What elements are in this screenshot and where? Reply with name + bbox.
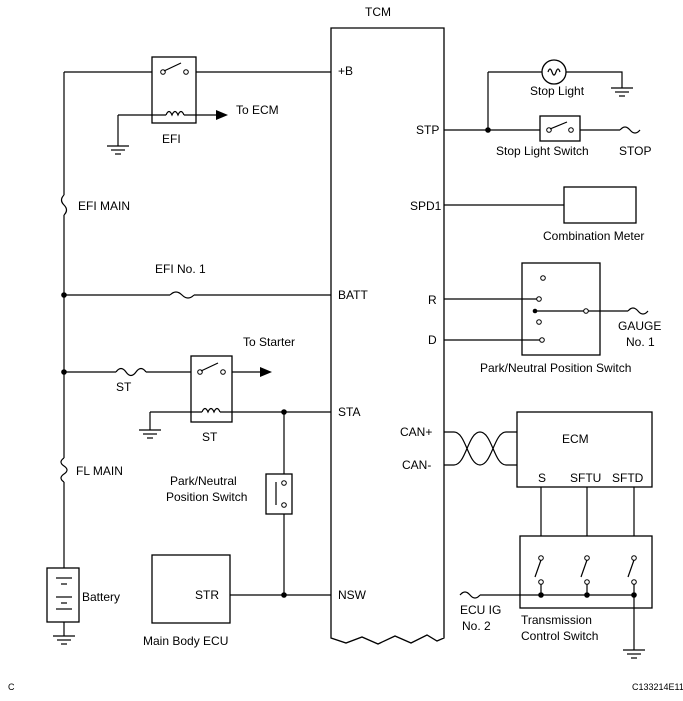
stop-light-switch-label: Stop Light Switch [496,144,589,158]
park-neutral-switch-right [521,262,601,356]
d-label: D [428,333,437,347]
combination-meter-label: Combination Meter [543,229,644,243]
corner-letter: C [8,682,15,692]
sftd-label: SFTD [612,471,644,485]
to-starter-label: To Starter [243,335,295,349]
can-minus-label: CAN- [402,458,431,472]
park-neutral-switch-left [265,473,293,515]
efi-no1-label: EFI No. 1 [155,262,206,276]
efi-main-fuse [60,194,68,216]
pn-switch-left-label-2: Position Switch [166,490,247,504]
ecu-ig-fuse [459,591,481,599]
efi-main-label: EFI MAIN [78,199,130,213]
spd1-label: SPD1 [410,199,442,213]
stop-light-switch [539,115,581,142]
ground-symbol [107,145,129,155]
right-circuit: Stop Light STP Stop Light Switch STOP SP… [400,59,661,659]
tcm-label: TCM [365,5,391,19]
main-body-ecu: STR [151,554,231,624]
ground-symbol [623,649,645,659]
battery [46,567,80,623]
ecm-module: ECM S SFTU SFTD [516,411,653,488]
gauge-label-1: GAUGE [618,319,661,333]
stp-label: STP [416,123,439,137]
st-fuse-label: ST [116,380,132,394]
gauge-fuse [627,307,649,315]
ground-symbol [611,87,633,97]
pn-switch-right-label: Park/Neutral Position Switch [480,361,631,375]
figure-id: C133214E11 [632,682,683,692]
efi-no1-fuse [169,291,195,299]
s-label: S [538,471,546,485]
ecu-ig-label-2: No. 2 [462,619,491,633]
sta-label: STA [338,405,360,419]
efi-relay: EFI [151,56,197,146]
stop-label: STOP [619,144,651,158]
arrow-to-ecm [216,110,228,120]
ground-symbol [53,635,75,645]
combination-meter [563,186,637,224]
can-plus-label: CAN+ [400,425,432,439]
ecm-label: ECM [562,432,589,446]
tcs-label-2: Control Switch [521,629,598,643]
stop-fuse [619,126,641,134]
arrow-to-starter [260,367,272,377]
ground-symbol [139,429,161,439]
main-body-ecu-label: Main Body ECU [143,634,228,648]
tcm-module: TCM [330,5,445,645]
battery-label: Battery [82,590,120,604]
efi-label: EFI [162,132,181,146]
plus-b-label: +B [338,64,353,78]
stop-light-bulb [541,59,567,85]
st-relay-label: ST [202,430,218,444]
pn-switch-left-label-1: Park/Neutral [170,474,237,488]
r-label: R [428,293,437,307]
can-twisted-pair [444,431,517,466]
stop-light-label: Stop Light [530,84,585,98]
left-circuit: +B EFI To ECM EFI MAIN EFI No. 1 BATT [46,56,368,648]
ecu-ig-label-1: ECU IG [460,603,501,617]
tcs-label-1: Transmission [521,613,592,627]
gauge-label-2: No. 1 [626,335,655,349]
st-fuse [115,367,147,377]
fl-main-fuse [60,457,68,483]
str-label: STR [195,588,219,602]
batt-label: BATT [338,288,368,302]
sftu-label: SFTU [570,471,601,485]
fl-main-label: FL MAIN [76,464,123,478]
st-relay: ST [190,355,233,444]
to-ecm-label: To ECM [236,103,279,117]
nsw-label: NSW [338,588,367,602]
